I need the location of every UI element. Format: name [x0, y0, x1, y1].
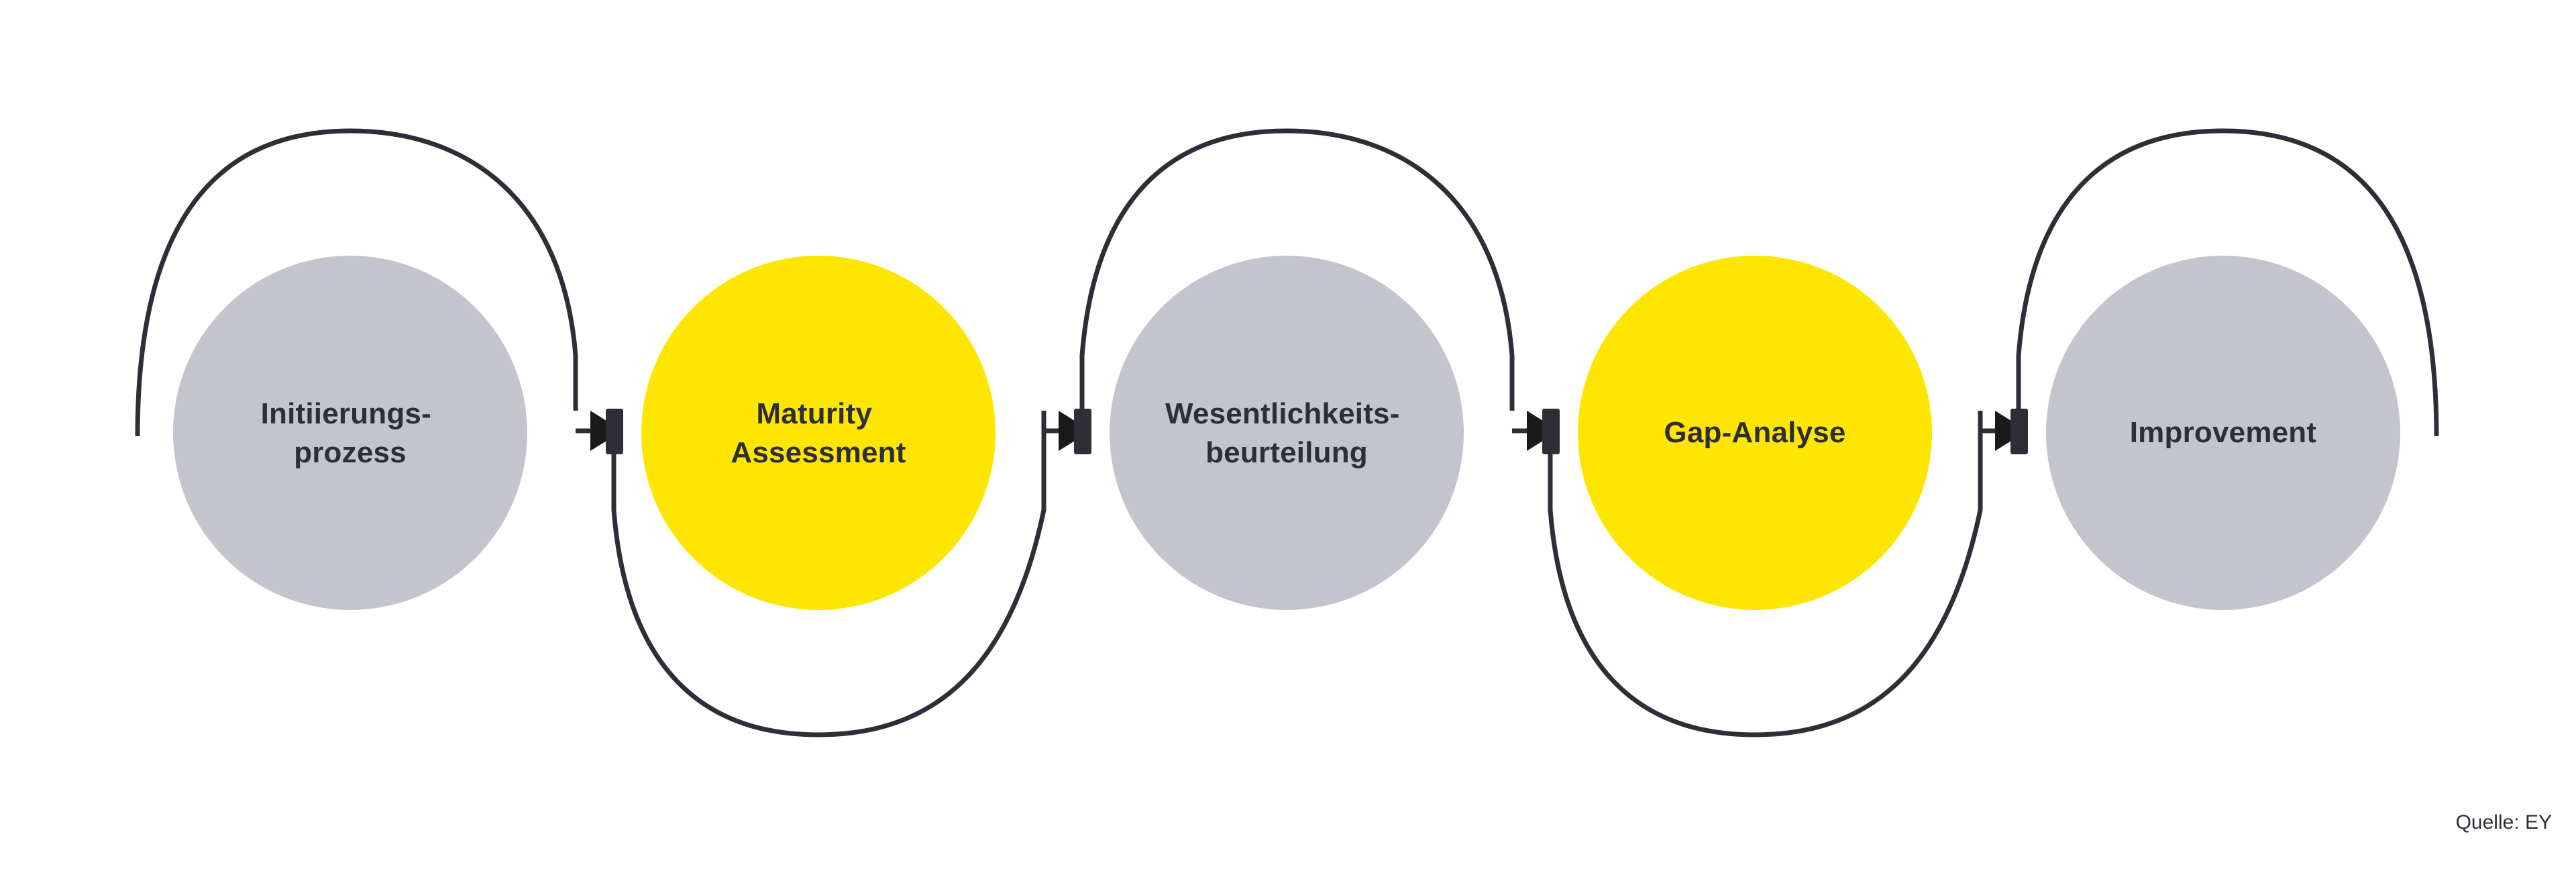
- connector-bar-2: [1074, 409, 1091, 454]
- step-label-4: Gap-Analyse: [1664, 416, 1845, 449]
- arc-over-step-3: [1079, 128, 1515, 411]
- arc-under-step-2: [611, 411, 1046, 737]
- step-label-2: Maturity Assessment: [731, 397, 906, 469]
- step-label-1-line-1: Initiierungs-: [261, 397, 431, 430]
- step-label-3-line-2: beurteilung: [1205, 436, 1368, 469]
- connector-4: [1980, 409, 2028, 454]
- step-node-2[interactable]: Maturity Assessment: [641, 256, 996, 610]
- step-circle-3: [1110, 256, 1464, 610]
- arc-over-step-5: [2016, 128, 2439, 437]
- connector-1: [576, 409, 623, 454]
- step-node-1[interactable]: Initiierungs- prozess: [173, 256, 527, 610]
- step-label-4-line-1: Gap-Analyse: [1664, 416, 1845, 449]
- connector-bar-3: [1542, 409, 1560, 454]
- step-label-2-line-2: Assessment: [731, 436, 906, 469]
- step-label-1-line-2: prozess: [294, 436, 407, 469]
- step-circle-5: [2046, 256, 2400, 610]
- arc-over-step-1: [135, 128, 578, 437]
- step-label-5-line-1: Improvement: [2130, 416, 2317, 449]
- arc-under-step-4: [1548, 411, 1983, 737]
- step-circle-2: [641, 256, 996, 610]
- step-node-4[interactable]: Gap-Analyse: [1578, 256, 1932, 610]
- connector-2: [1044, 409, 1091, 454]
- step-node-5[interactable]: Improvement: [2046, 256, 2400, 610]
- step-label-3-line-1: Wesentlichkeits-: [1165, 397, 1400, 430]
- step-node-3[interactable]: Wesentlichkeits- beurteilung: [1110, 256, 1464, 610]
- connector-bar-1: [606, 409, 623, 454]
- step-circle-4: [1578, 256, 1932, 610]
- step-label-5: Improvement: [2130, 416, 2317, 449]
- source-note: Quelle: EY: [2455, 811, 2552, 833]
- step-label-3: Wesentlichkeits- beurteilung: [1165, 397, 1408, 469]
- step-label-1: Initiierungs- prozess: [261, 397, 440, 469]
- connector-3: [1512, 409, 1560, 454]
- step-label-2-line-1: Maturity: [756, 397, 872, 430]
- step-circle-1: [173, 256, 527, 610]
- connector-bar-4: [2010, 409, 2028, 454]
